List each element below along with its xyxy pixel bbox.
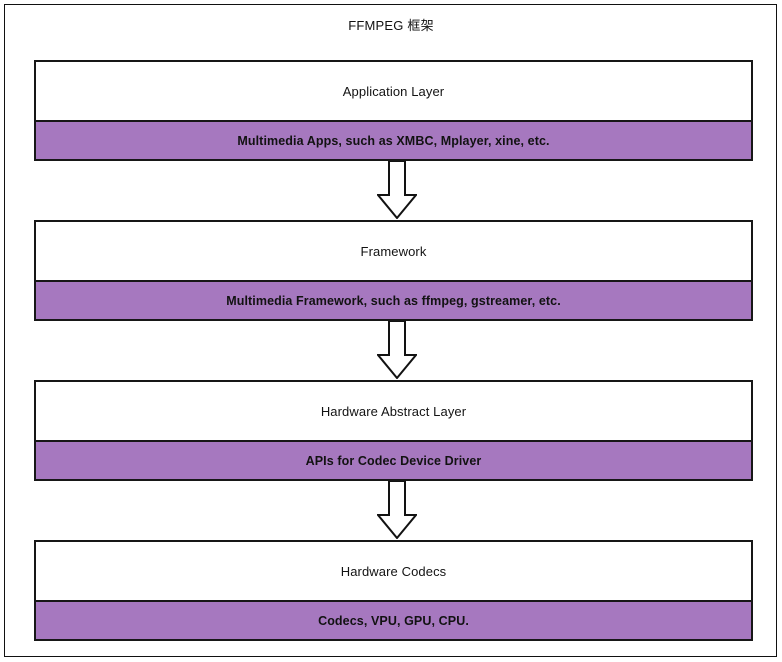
layer-detail-label: Multimedia Apps, such as XMBC, Mplayer, … — [237, 133, 550, 148]
layer-detail-band-application-layer: Multimedia Apps, such as XMBC, Mplayer, … — [36, 122, 751, 159]
layer-detail-band-framework: Multimedia Framework, such as ffmpeg, gs… — [36, 282, 751, 319]
down-block-arrow-icon — [377, 321, 417, 379]
layer-block-hardware-codecs: Hardware Codecs Codecs, VPU, GPU, CPU. — [34, 540, 753, 641]
layer-block-hardware-abstract-layer: Hardware Abstract Layer APIs for Codec D… — [34, 380, 753, 481]
layer-detail-label: APIs for Codec Device Driver — [305, 453, 482, 468]
layer-header-application-layer: Application Layer — [36, 62, 751, 122]
diagram-title: FFMPEG 框架 — [348, 18, 434, 33]
layer-title-label: Application Layer — [342, 83, 445, 99]
layer-detail-band-hardware-abstract-layer: APIs for Codec Device Driver — [36, 442, 751, 479]
down-block-arrow-icon — [377, 481, 417, 539]
layer-block-application-layer: Application Layer Multimedia Apps, such … — [34, 60, 753, 161]
layer-header-framework: Framework — [36, 222, 751, 282]
layer-title-label: Hardware Abstract Layer — [320, 403, 467, 419]
layer-title-label: Framework — [360, 243, 427, 259]
down-block-arrow-icon — [377, 161, 417, 219]
layer-header-hardware-abstract-layer: Hardware Abstract Layer — [36, 382, 751, 442]
layer-block-framework: Framework Multimedia Framework, such as … — [34, 220, 753, 321]
layer-detail-label: Multimedia Framework, such as ffmpeg, gs… — [226, 293, 561, 308]
layer-detail-band-hardware-codecs: Codecs, VPU, GPU, CPU. — [36, 602, 751, 639]
layer-header-hardware-codecs: Hardware Codecs — [36, 542, 751, 602]
layer-detail-label: Codecs, VPU, GPU, CPU. — [318, 613, 469, 628]
layer-title-label: Hardware Codecs — [340, 563, 447, 579]
